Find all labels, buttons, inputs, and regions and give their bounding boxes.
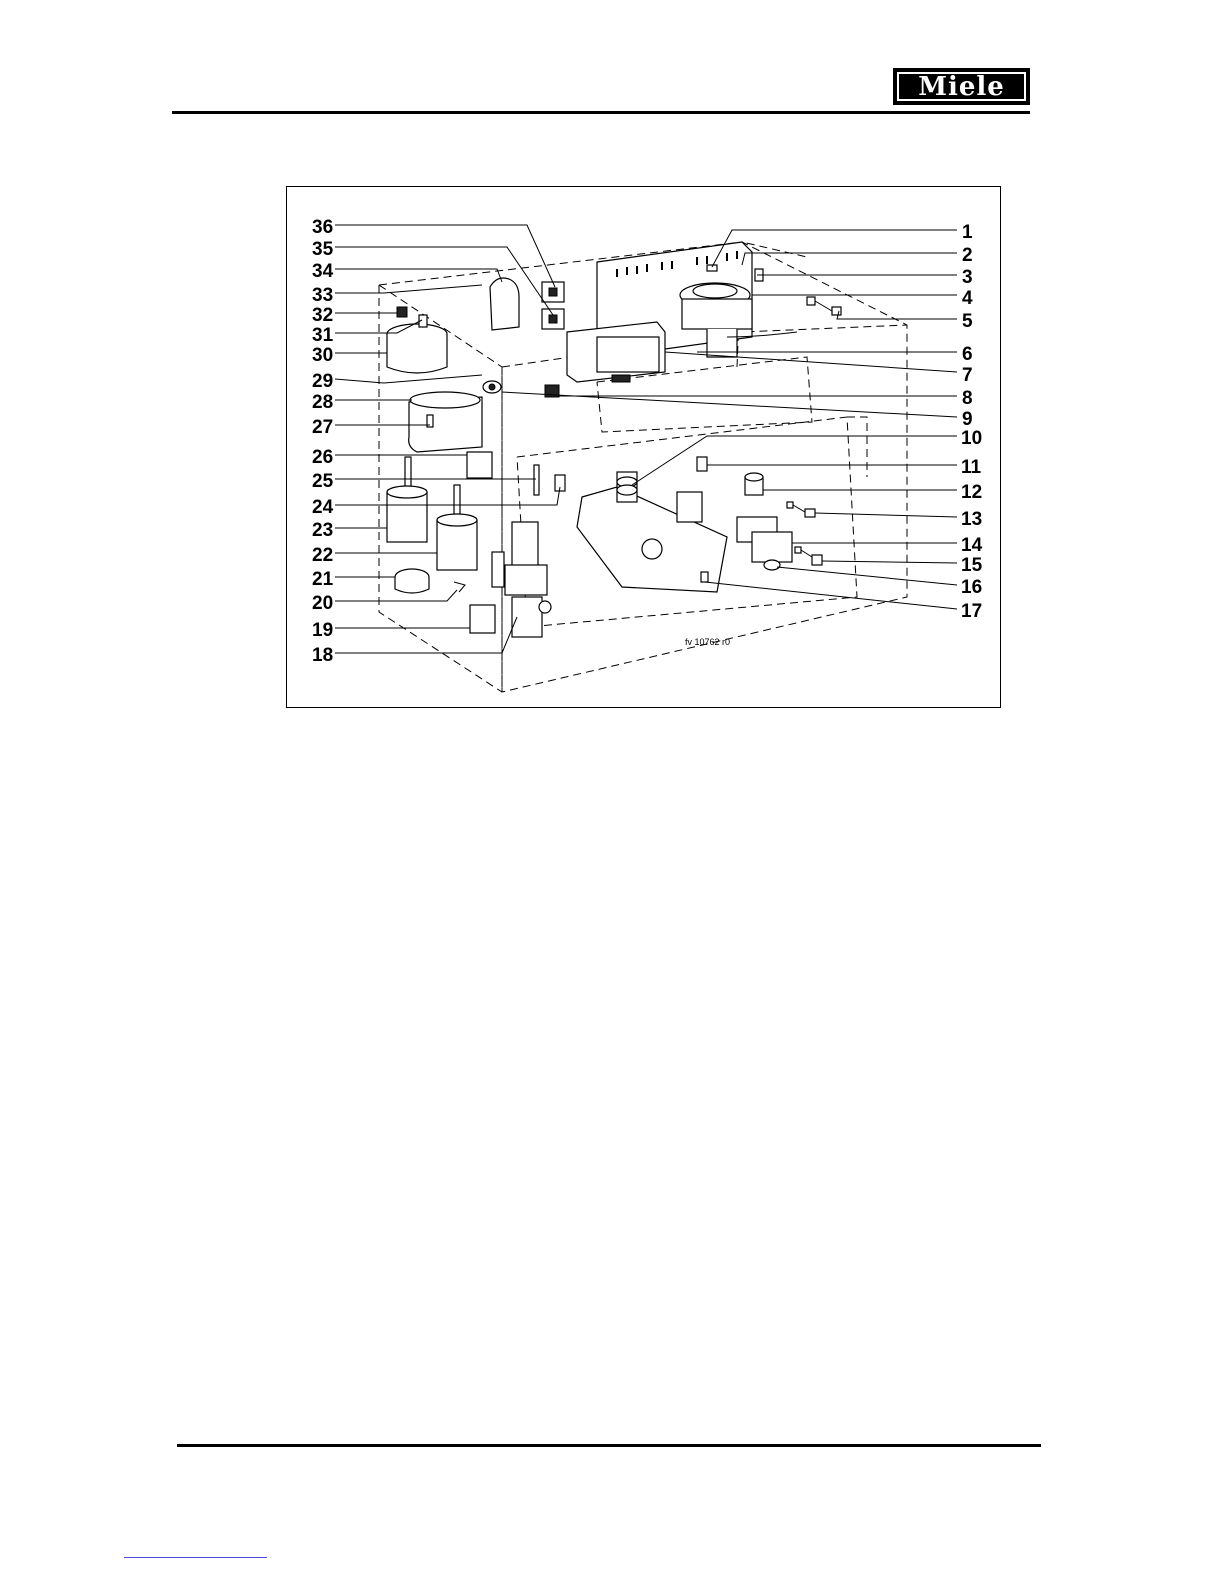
callout-32: 32	[312, 305, 333, 326]
callout-30: 30	[312, 345, 333, 366]
callout-35: 35	[312, 239, 334, 260]
diagram-canvas: 1 2 3 4 5 6 7 8 9 10 11 12 13 14 15 16 1…	[287, 187, 1002, 709]
callout-11: 11	[961, 457, 982, 478]
callout-3: 3	[962, 267, 973, 288]
callout-19: 19	[312, 620, 333, 641]
footer-rule	[177, 1444, 1041, 1447]
callout-23: 23	[312, 520, 333, 541]
header-rule	[172, 111, 1030, 114]
drawing-code: fv 10762 r0	[685, 637, 730, 647]
footer-link-underline	[124, 1557, 267, 1558]
part-drawings	[384, 242, 841, 637]
callout-7: 7	[962, 365, 973, 386]
callout-26: 26	[312, 447, 333, 468]
callout-16: 16	[961, 577, 982, 598]
callout-27: 27	[312, 417, 333, 438]
callout-6: 6	[962, 344, 973, 365]
callout-33: 33	[312, 285, 333, 306]
miele-logo: Miele	[893, 68, 1030, 105]
callout-17: 17	[961, 601, 982, 622]
callout-29: 29	[312, 371, 333, 392]
callout-2: 2	[962, 245, 973, 266]
callout-12: 12	[961, 482, 982, 503]
callout-31: 31	[312, 325, 334, 346]
callout-18: 18	[312, 645, 333, 666]
callout-25: 25	[312, 471, 334, 492]
callout-24: 24	[312, 497, 334, 518]
callout-8: 8	[962, 388, 973, 409]
logo-wordmark: Miele	[918, 74, 1005, 100]
callout-5: 5	[962, 311, 973, 332]
callout-1: 1	[962, 222, 973, 243]
callout-34: 34	[312, 261, 334, 282]
callout-36: 36	[312, 217, 333, 238]
callout-14: 14	[961, 535, 983, 556]
exploded-parts-diagram: 1 2 3 4 5 6 7 8 9 10 11 12 13 14 15 16 1…	[286, 186, 1001, 708]
callout-4: 4	[962, 288, 973, 309]
callout-28: 28	[312, 392, 333, 413]
callout-15: 15	[961, 555, 983, 576]
callout-13: 13	[961, 509, 982, 530]
callout-20: 20	[312, 593, 333, 614]
callout-21: 21	[312, 569, 334, 590]
callout-9: 9	[962, 409, 973, 430]
callout-22: 22	[312, 545, 333, 566]
callout-10: 10	[961, 428, 982, 449]
